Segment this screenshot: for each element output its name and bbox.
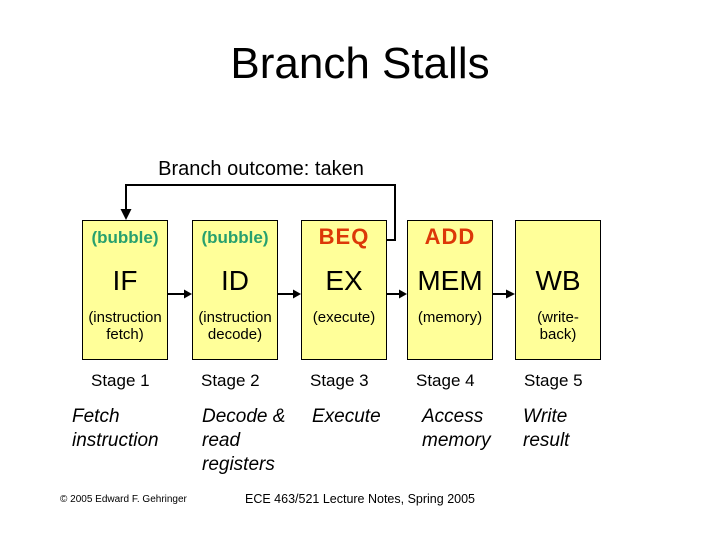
stage-caption: (write- back) — [537, 309, 579, 343]
arrow-down-icon — [120, 209, 132, 220]
stage-description: Decode & read registers — [202, 406, 286, 475]
course-footer: ECE 463/521 Lecture Notes, Spring 2005 — [244, 492, 475, 506]
stage-name: Stage 1 — [91, 371, 150, 390]
stage-caption: (execute) — [312, 309, 376, 326]
instruction-label-bubble: (bubble) — [201, 228, 269, 247]
stage-description: Access memory — [422, 406, 491, 451]
stage-abbr-if: IF — [112, 265, 138, 296]
stage-box-mem: ADD MEM (memory) — [407, 220, 493, 360]
stage-caption: (memory) — [417, 309, 483, 326]
arrow-mem-to-wb — [493, 289, 515, 299]
arrow-right-icon — [506, 289, 515, 299]
stage-name: Stage 2 — [201, 371, 260, 390]
stage-abbr-mem: MEM — [417, 265, 483, 296]
arrow-id-to-ex — [278, 289, 301, 299]
pipeline-column-stage3: BEQ EX (execute) Stage 3 Execute — [301, 220, 387, 427]
arrow-right-icon — [399, 289, 407, 299]
instruction-label-beq: BEQ — [318, 224, 370, 249]
instruction-label-add: ADD — [424, 224, 476, 249]
stage-abbr-id: ID — [221, 265, 249, 296]
stage-box-wb: WB (write- back) — [515, 220, 601, 360]
arrow-right-icon — [293, 289, 301, 299]
instruction-label-bubble: (bubble) — [91, 228, 159, 247]
stage-name: Stage 5 — [524, 371, 583, 390]
stage-abbr-wb: WB — [535, 265, 581, 296]
stage-description: Write result — [523, 406, 570, 451]
stage-description: Execute — [312, 406, 381, 427]
branch-outcome-label: Branch outcome: taken — [158, 158, 364, 180]
stage-name: Stage 4 — [416, 371, 475, 390]
copyright-notice: © 2005 Edward F. Gehringer — [60, 494, 187, 505]
pipeline-column-stage5: WB (write- back) Stage 5 Write result — [515, 220, 601, 451]
slide-title: Branch Stalls — [230, 39, 490, 88]
stage-description: Fetch instruction — [72, 406, 159, 451]
arrow-ex-to-mem — [387, 289, 407, 299]
stage-box-id: (bubble) ID (instruction decode) — [192, 220, 278, 360]
arrow-if-to-id — [168, 289, 192, 299]
arrow-right-icon — [184, 289, 192, 299]
stage-abbr-ex: EX — [325, 265, 363, 296]
stage-name: Stage 3 — [310, 371, 369, 390]
stage-caption: (instruction decode) — [198, 309, 272, 343]
pipeline-column-stage2: (bubble) ID (instruction decode) Stage 2… — [192, 220, 285, 475]
stage-caption: (instruction fetch) — [88, 309, 162, 343]
stage-box-if: (bubble) IF (instruction fetch) — [82, 220, 168, 360]
stage-box-ex: BEQ EX (execute) — [301, 220, 387, 360]
pipeline-column-stage4: ADD MEM (memory) Stage 4 Access memory — [407, 220, 493, 451]
pipeline-column-stage1: (bubble) IF (instruction fetch) Stage 1 … — [72, 220, 168, 451]
